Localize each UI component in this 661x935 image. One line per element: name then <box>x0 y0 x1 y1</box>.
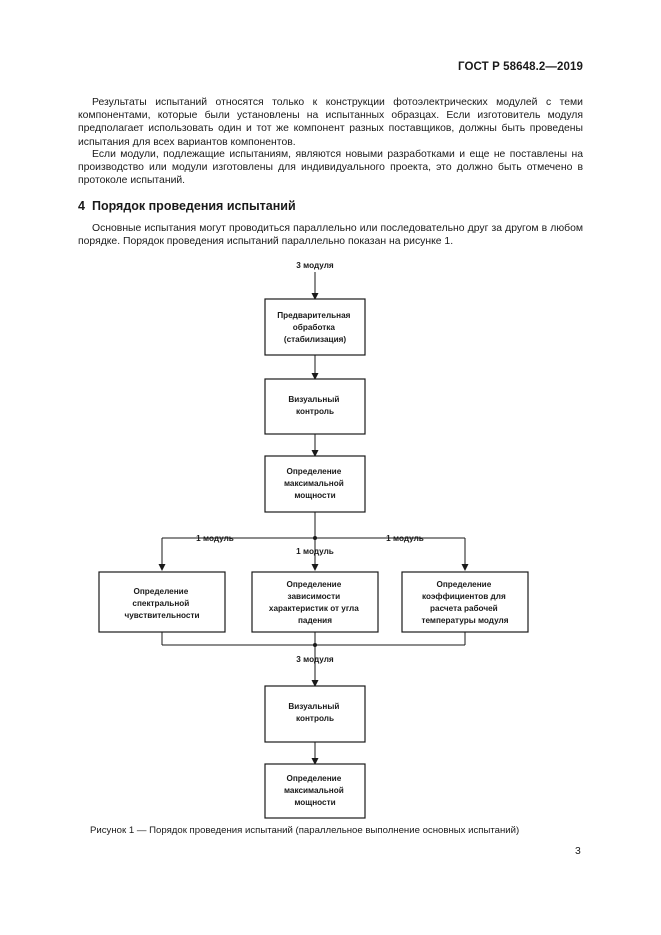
merge-junction <box>313 643 317 647</box>
box-temperature-coefficients <box>401 571 529 633</box>
paragraph-results: Результаты испытаний относятся только к … <box>78 97 583 148</box>
standard-header: ГОСТ Р 58648.2—2019 <box>458 61 583 73</box>
figure-caption: Рисунок 1 — Порядок проведения испытаний… <box>90 825 520 836</box>
box-max-power-2-text: Определение максимальной мощности <box>284 774 346 807</box>
split-junction <box>313 536 317 540</box>
box-visual-inspection-2-text: Визуальный контроль <box>288 702 341 723</box>
label-branch-right: 1 модуль <box>386 534 424 543</box>
paragraph-new-modules: Если модули, подлежащие испытаниям, явля… <box>78 149 583 187</box>
box-spectral-response <box>98 571 226 633</box>
box-preconditioning <box>264 298 366 356</box>
box-spectral-response-text: Определение спектральной чувствительност… <box>125 587 200 620</box>
label-branch-center: 1 модуль <box>296 547 334 556</box>
page-number: 3 <box>575 846 581 857</box>
label-top-modules: 3 модуля <box>296 261 334 270</box>
box-max-power-1-text: Определение максимальной мощности <box>284 467 346 500</box>
box-angle-dependence <box>251 571 379 633</box>
box-max-power-2 <box>264 763 366 819</box>
box-visual-inspection-2 <box>264 685 366 743</box>
section-heading: 4 Порядок проведения испытаний <box>78 199 296 213</box>
box-max-power-1 <box>264 455 366 513</box>
section-number: 4 <box>78 199 85 213</box>
box-preconditioning-text: Предварительная обработка (стабилизация) <box>277 311 353 344</box>
section-title-text: Порядок проведения испытаний <box>91 199 296 213</box>
box-angle-dependence-text: Определение зависимости характеристик от… <box>269 580 361 625</box>
label-branch-left: 1 модуль <box>196 534 234 543</box>
box-visual-inspection-1-text: Визуальный контроль <box>288 395 341 416</box>
box-visual-inspection-1 <box>264 378 366 435</box>
section-body: Основные испытания могут проводиться пар… <box>78 223 583 248</box>
box-temperature-coefficients-text: Определение коэффициентов для расчета ра… <box>421 580 508 625</box>
label-merge-modules: 3 модуля <box>296 655 334 664</box>
